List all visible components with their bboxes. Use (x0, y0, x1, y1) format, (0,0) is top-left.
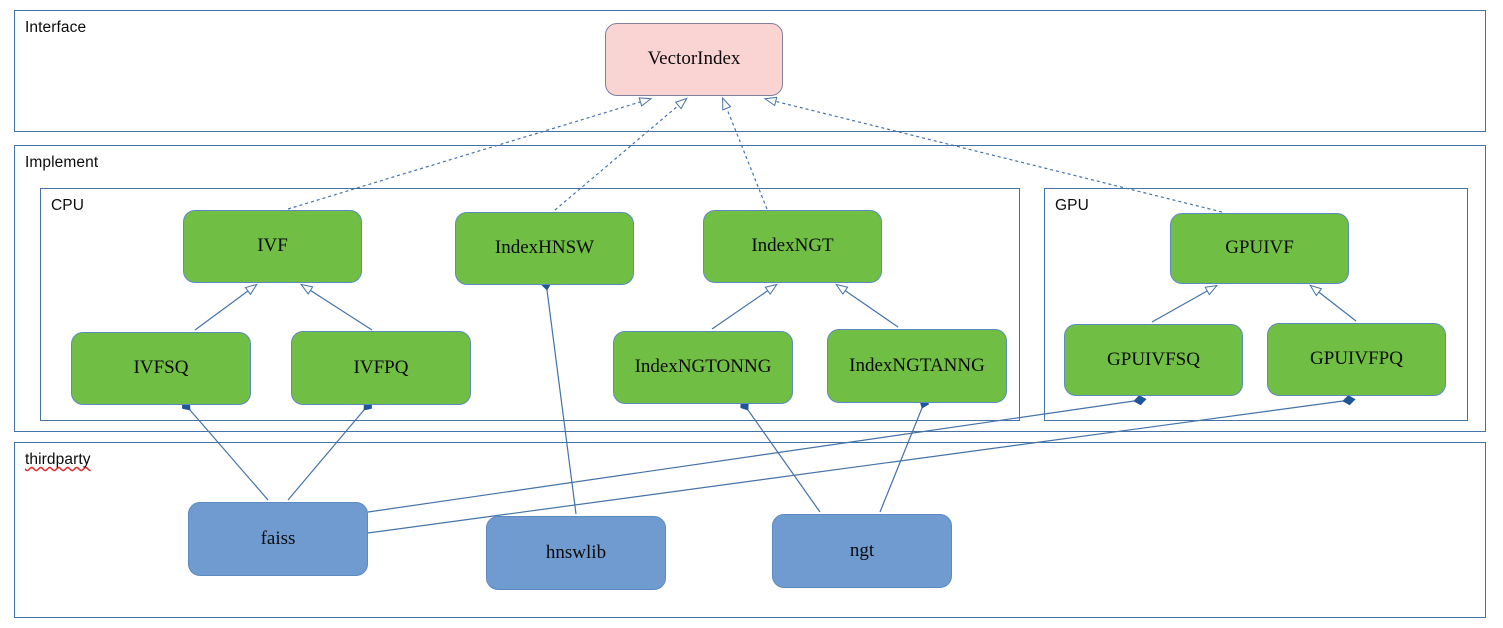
group-container-gpu (1044, 188, 1468, 421)
group-label-thirdparty: thirdparty (25, 451, 91, 468)
node-faiss[interactable]: faiss (188, 502, 368, 576)
node-gpuivf[interactable]: GPUIVF (1170, 213, 1349, 284)
group-label-implement: Implement (25, 154, 99, 171)
node-ivf[interactable]: IVF (183, 210, 362, 283)
group-container-thirdparty (14, 442, 1486, 618)
node-gpuivfsq[interactable]: GPUIVFSQ (1064, 324, 1243, 396)
node-vectorindex[interactable]: VectorIndex (605, 23, 783, 96)
group-container-cpu (40, 188, 1020, 421)
node-ivfpq[interactable]: IVFPQ (291, 331, 471, 405)
node-ngt[interactable]: ngt (772, 514, 952, 588)
node-gpuivfpq[interactable]: GPUIVFPQ (1267, 323, 1446, 396)
group-container-implement (14, 145, 1486, 432)
group-container-interface (14, 10, 1486, 132)
group-label-cpu: CPU (51, 197, 85, 214)
node-ivfsq[interactable]: IVFSQ (71, 332, 251, 405)
node-indexngt[interactable]: IndexNGT (703, 210, 882, 283)
node-hnswlib[interactable]: hnswlib (486, 516, 666, 590)
node-indexngtanng[interactable]: IndexNGTANNG (827, 329, 1007, 403)
group-label-interface: Interface (25, 19, 87, 36)
node-indexhnsw[interactable]: IndexHNSW (455, 212, 634, 285)
node-indexngtonng[interactable]: IndexNGTONNG (613, 331, 793, 404)
group-label-gpu: GPU (1055, 197, 1089, 214)
